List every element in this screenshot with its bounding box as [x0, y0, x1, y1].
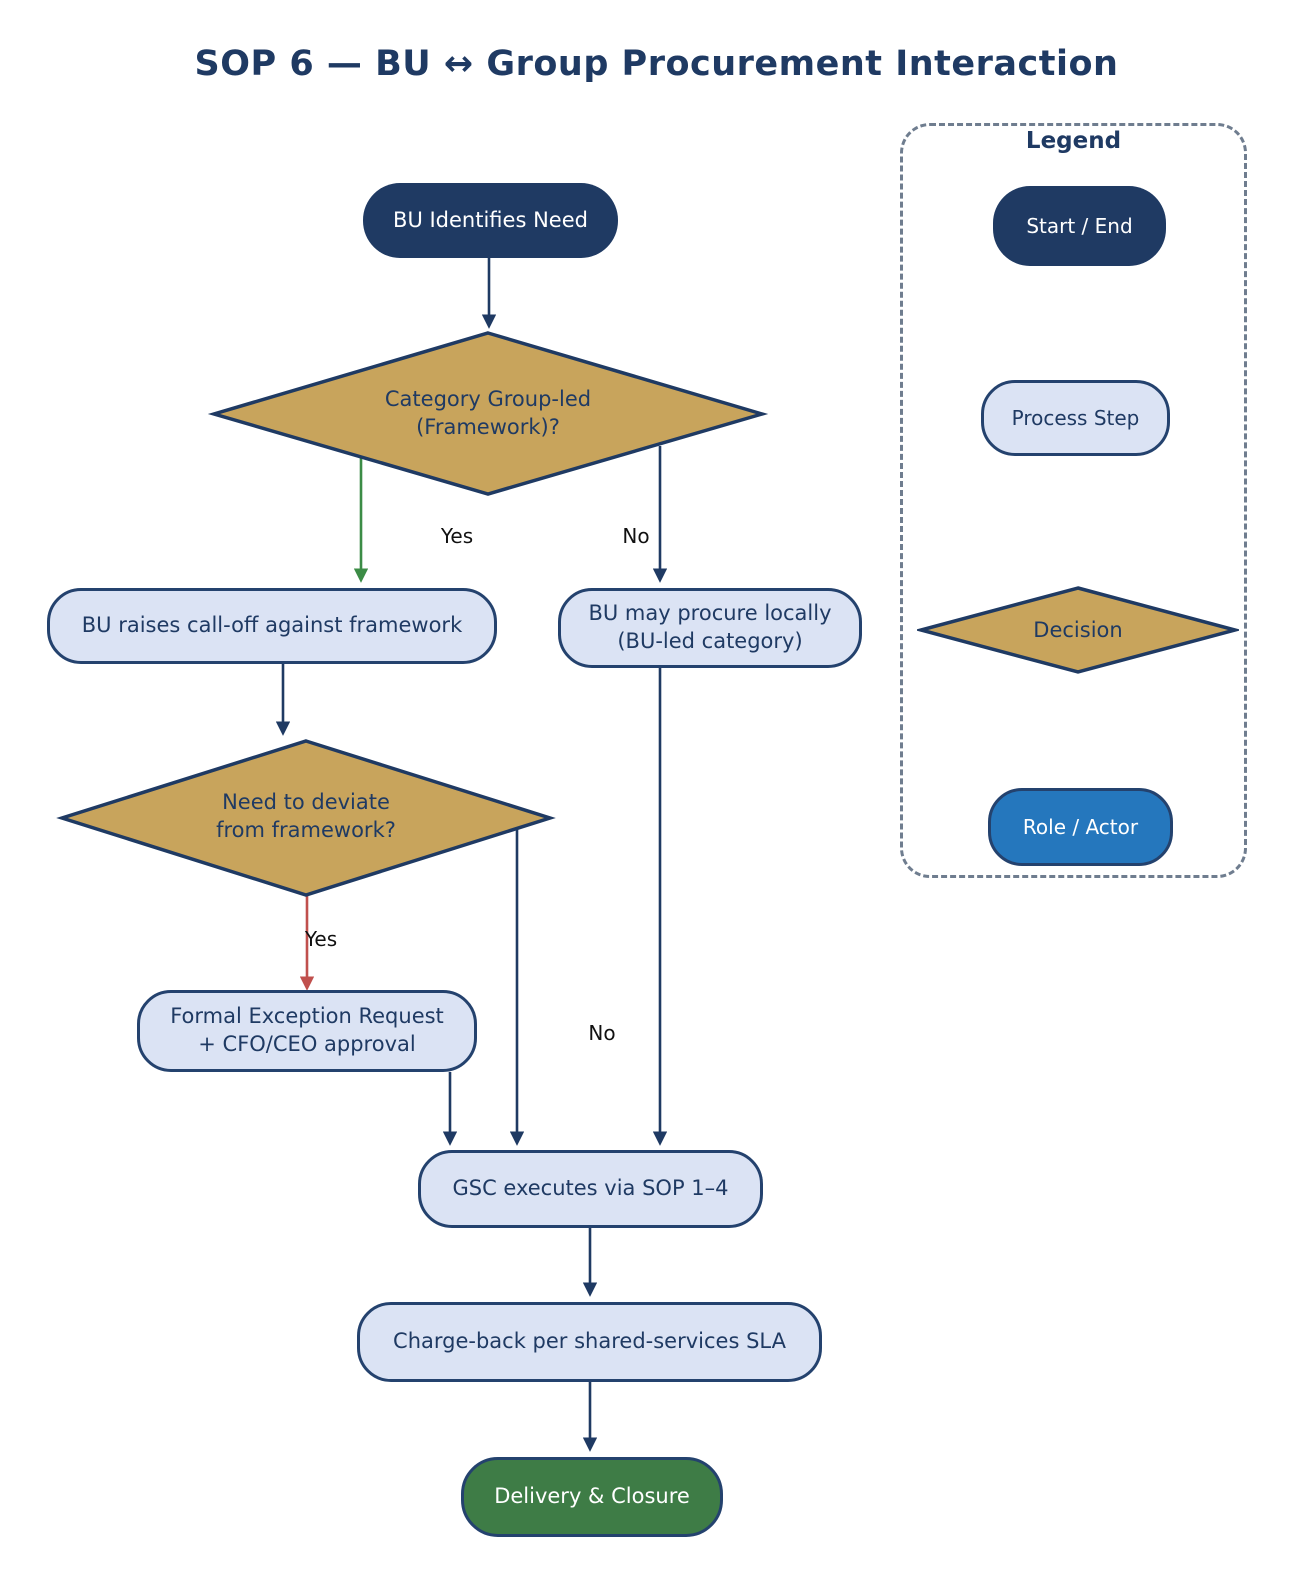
node-delivery: Delivery & Closure [461, 1457, 723, 1537]
edge-label-deviate-no: No [588, 1021, 616, 1045]
node-exception: Formal Exception Request + CFO/CEO appro… [137, 990, 477, 1072]
node-decision-framework: Category Group-led (Framework)? [384, 386, 592, 439]
node-chargeback: Charge-back per shared-services SLA [357, 1302, 822, 1382]
node-decision-deviate: Need to deviate from framework? [216, 789, 396, 842]
node-start: BU Identifies Need [363, 183, 618, 258]
legend-role-sample: Role / Actor [988, 788, 1173, 866]
legend-process-sample: Process Step [981, 380, 1170, 456]
legend-start-end-sample: Start / End [993, 186, 1166, 266]
legend-decision-sample: Decision [1033, 617, 1123, 642]
edge-label-framework-no: No [622, 524, 650, 548]
node-call-off: BU raises call-off against framework [47, 588, 497, 664]
edge-label-deviate-yes: Yes [304, 927, 338, 951]
legend-decision-shape [917, 586, 1239, 674]
legend-title: Legend [1025, 128, 1122, 154]
node-gsc: GSC executes via SOP 1–4 [418, 1150, 763, 1228]
node-procure-locally: BU may procure locally (BU-led category) [558, 588, 862, 668]
edge-label-framework-yes: Yes [440, 524, 474, 548]
page-title: SOP 6 — BU ↔ Group Procurement Interacti… [194, 44, 1119, 84]
legend-panel: Legend Start / End Process Step Decision… [900, 123, 1247, 878]
